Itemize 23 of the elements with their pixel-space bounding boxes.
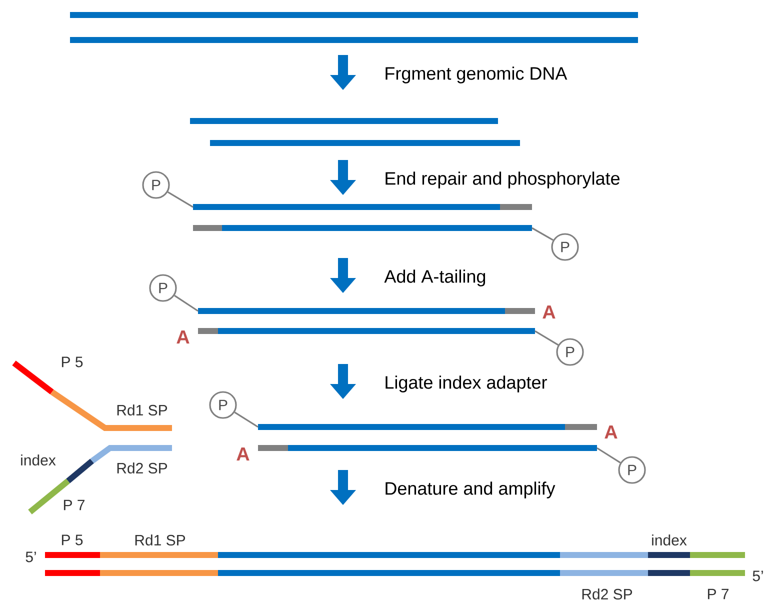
segment-label: Rd2 SP (117, 462, 168, 474)
base-label: A (176, 330, 190, 344)
end-label: 5’ (26, 552, 36, 562)
step-label: Frgment genomic DNA (386, 66, 568, 84)
segment-label: P 7 (708, 588, 728, 600)
step-label: Denature and amplify (386, 482, 556, 498)
step-label: Add A-tailing (384, 270, 486, 286)
segment-label: P 7 (64, 500, 84, 510)
segment-label: Rd1 SP (135, 534, 186, 546)
leader-line (174, 294, 198, 312)
leader-line (167, 191, 194, 208)
leader-line (234, 412, 258, 428)
base-label: A (604, 425, 618, 439)
segment-label: Rd2 SP (582, 588, 632, 600)
end-label: 5’ (752, 570, 763, 582)
base-label: A (236, 447, 250, 461)
segment-label: P 5 (62, 356, 83, 368)
segment-label: P 5 (62, 534, 83, 546)
segment-label: index (21, 454, 56, 466)
base-label: A (542, 305, 556, 319)
leader-line (596, 447, 621, 464)
leader-line (534, 330, 559, 346)
leader-line (532, 227, 554, 241)
